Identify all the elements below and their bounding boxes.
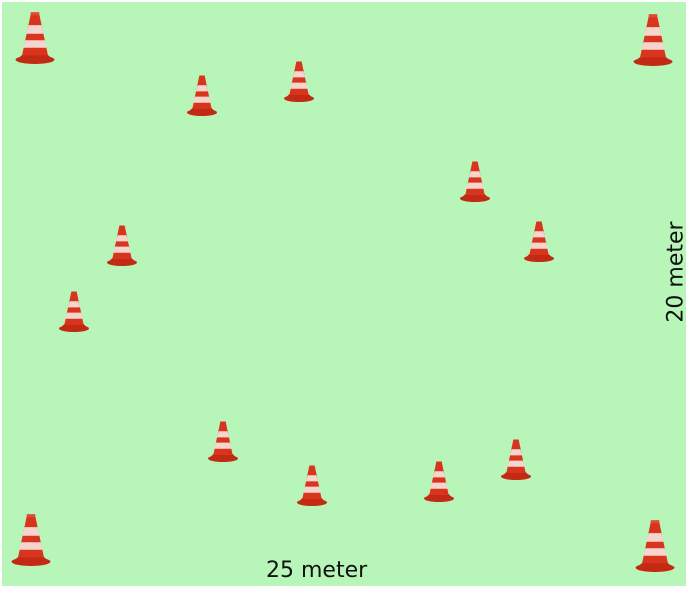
traffic-cone-icon — [184, 72, 220, 116]
traffic-cone-icon — [294, 462, 330, 506]
traffic-cone-icon — [104, 222, 140, 266]
traffic-cone-icon — [457, 158, 493, 202]
height-label: 20 meter — [664, 221, 688, 322]
traffic-cone-icon — [521, 218, 557, 262]
traffic-cone-icon — [498, 436, 534, 480]
traffic-cone-icon — [205, 418, 241, 462]
traffic-cone-icon — [8, 512, 54, 566]
traffic-cone-icon — [632, 518, 678, 572]
traffic-cone-icon — [421, 458, 457, 502]
traffic-cone-icon — [12, 10, 58, 64]
width-label: 25 meter — [266, 558, 367, 583]
traffic-cone-icon — [281, 58, 317, 102]
traffic-cone-icon — [630, 12, 676, 66]
traffic-cone-icon — [56, 288, 92, 332]
